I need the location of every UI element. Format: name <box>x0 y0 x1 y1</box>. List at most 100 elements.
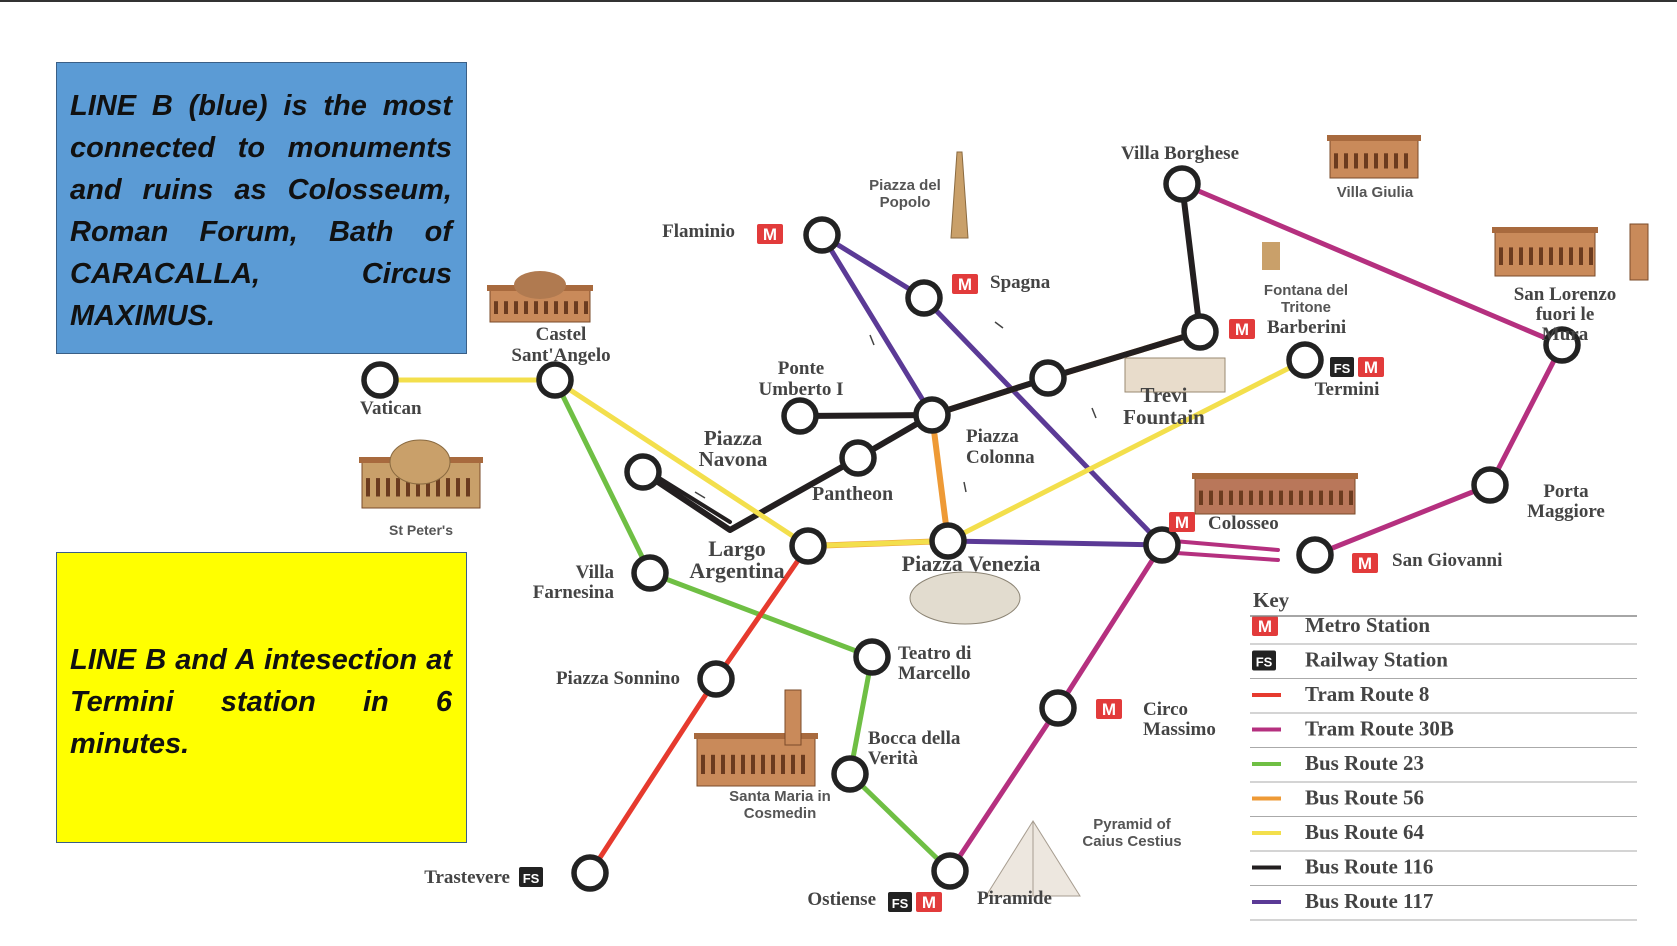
villa-giulia-icon-window <box>1394 153 1398 169</box>
direction-arrow <box>694 491 706 499</box>
castel-santangelo-icon-window <box>514 301 518 314</box>
badge-ostiense: FS <box>888 892 912 912</box>
stop-flaminio <box>803 216 841 254</box>
stop-label-line: Verità <box>868 748 918 769</box>
route-tram30b-c <box>1160 538 1280 552</box>
colosseum-icon-window <box>1329 490 1333 505</box>
badge-termini-text: M <box>1364 358 1378 377</box>
landmark-label-line: Trevi <box>1140 383 1187 407</box>
stop-piramide <box>931 852 969 890</box>
stop-ponte <box>781 397 819 435</box>
stop-label-borghese: Villa Borghese <box>1121 143 1239 164</box>
route-tram30b-d <box>1160 550 1280 562</box>
vittoriano-icon <box>909 571 1021 625</box>
stop-label-piramide: Piramide <box>977 888 1052 909</box>
stop-label-vatican: Vatican <box>360 398 422 419</box>
st-peters-icon-window <box>466 478 470 497</box>
castel-santangelo-icon-window <box>544 301 548 314</box>
badge-circo-bg <box>1096 699 1122 719</box>
landmark-label-line: Pyramid of <box>1093 816 1172 833</box>
colosseum-icon-window <box>1309 490 1313 505</box>
badge-ostiense: M <box>916 892 942 912</box>
santa-maria-icon-window <box>731 754 735 774</box>
bell-tower-icon <box>1629 223 1649 281</box>
villa-giulia-icon-window <box>1374 153 1378 169</box>
badge-flaminio-text: M <box>763 225 777 244</box>
stop-label-line: San Giovanni <box>1392 550 1502 571</box>
badge-termini: FS <box>1330 357 1354 377</box>
stop-label-sonnino: Piazza Sonnino <box>556 668 680 689</box>
landmark-label-line: Fontana del <box>1264 282 1348 299</box>
stop-bocca <box>831 755 869 793</box>
key-badge-rail: FS <box>1252 650 1276 671</box>
villa-giulia-icon-window <box>1404 153 1408 169</box>
badge-barberini: M <box>1229 319 1255 339</box>
stop-label-line: Colonna <box>966 447 1035 468</box>
san-lorenzo-icon-window <box>1559 247 1563 265</box>
stop-label-line: Pantheon <box>812 483 893 505</box>
villa-giulia-icon-window <box>1344 153 1348 169</box>
santa-maria-icon-window <box>761 754 765 774</box>
stop-label-line: Flaminio <box>662 221 735 242</box>
st-peters-icon-window <box>406 478 410 497</box>
villa-giulia-icon-window <box>1334 153 1338 169</box>
route-bus116 <box>1179 181 1203 335</box>
santa-maria-icon-window <box>711 754 715 774</box>
st-peters-icon-window <box>366 478 370 497</box>
villa-giulia-icon-window <box>1354 153 1358 169</box>
landmark-label-line: Cosmedin <box>744 805 817 822</box>
stop-label-line: Argentina <box>689 558 784 583</box>
santa-maria-icon-window <box>791 754 795 774</box>
stop-label-line: San Lorenzo <box>1514 284 1617 305</box>
stop-giovanni <box>1296 536 1334 574</box>
stop-label-line: Ponte <box>778 358 824 379</box>
badge-colosseo-bg <box>1169 512 1195 532</box>
line-b-note: LINE B (blue) is the most connected to m… <box>56 62 467 354</box>
santa-maria-icon-roof <box>694 733 818 739</box>
stop-label-line: Massimo <box>1143 719 1216 740</box>
santa-maria-icon-window <box>771 754 775 774</box>
direction-arrow <box>963 481 967 493</box>
landmark-label-line: St Peter's <box>389 522 453 538</box>
landmark-label-line: Villa Giulia <box>1337 184 1414 201</box>
stop-label-giovanni: San Giovanni <box>1392 550 1502 571</box>
stop-label-line: Villa <box>576 562 615 583</box>
badge-spagna: M <box>952 274 978 294</box>
stop-label-line: Piramide <box>977 888 1052 909</box>
stop-label-pantheon: Pantheon <box>812 483 893 505</box>
stop-label-line: Spagna <box>990 272 1051 293</box>
stop-termini <box>1286 341 1324 379</box>
badge-giovanni-bg <box>1352 553 1378 573</box>
st-peters-icon-window <box>456 478 460 497</box>
castel-santangelo-icon-window <box>534 301 538 314</box>
st-peters-icon-window <box>426 478 430 497</box>
stop-castel <box>536 361 574 399</box>
direction-arrow <box>994 321 1004 329</box>
badge-colosseo: M <box>1169 512 1195 532</box>
santa-maria-icon-window <box>781 754 785 774</box>
stop-markers <box>361 165 1581 892</box>
route-tram30b <box>1179 181 1565 558</box>
landmark-label-line: Caius Cestius <box>1082 833 1181 850</box>
stop-colosseo <box>1143 526 1181 564</box>
route-bus117 <box>819 232 927 301</box>
stop-label-line: Piazza <box>966 426 1019 447</box>
stop-vatican <box>361 361 399 399</box>
colosseum-icon-window <box>1339 490 1343 505</box>
cosmedin-tower-icon <box>784 689 802 746</box>
stop-label-line: Umberto I <box>759 379 844 400</box>
badge-spagna-text: M <box>958 275 972 294</box>
san-lorenzo-icon <box>1492 227 1598 277</box>
stop-label-line: Maggiore <box>1527 501 1605 522</box>
stop-borghese <box>1163 165 1201 203</box>
route-tram8 <box>587 543 811 876</box>
